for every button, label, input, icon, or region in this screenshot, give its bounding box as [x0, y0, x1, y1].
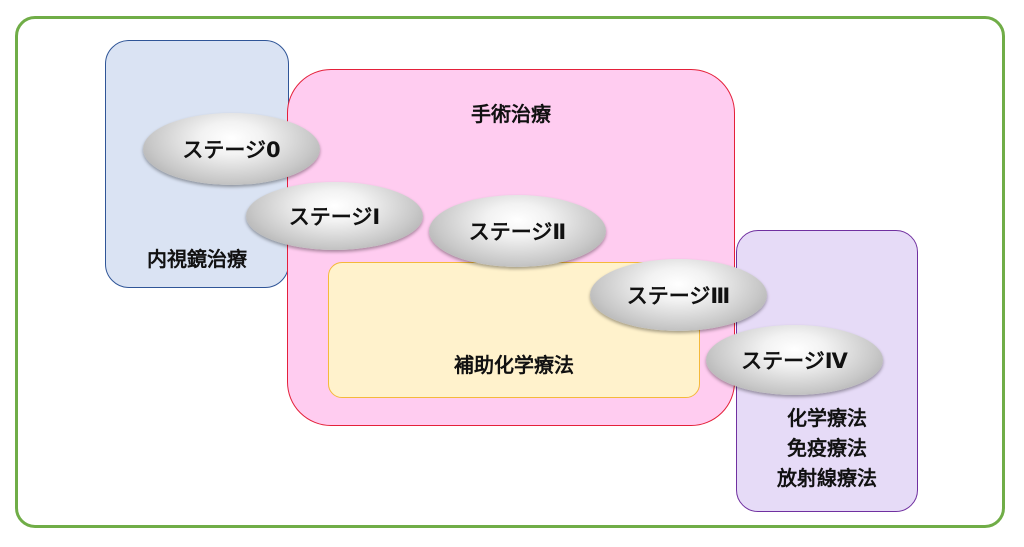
stage-1-ellipse: ステージⅠ [246, 182, 423, 250]
other-therapies-label: 化学療法 免疫療法 放射線療法 [737, 403, 917, 493]
adjuvant-chemotherapy-label: 補助化学療法 [454, 353, 574, 377]
stage-4-ellipse: ステージⅣ [706, 325, 883, 395]
stage-0-ellipse: ステージ0 [143, 113, 320, 185]
radiotherapy-label: 放射線療法 [777, 466, 877, 490]
immunotherapy-label: 免疫療法 [787, 436, 867, 460]
chemotherapy-label: 化学療法 [787, 406, 867, 430]
stage-2-ellipse: ステージⅡ [429, 195, 606, 267]
surgery-treatment-label: 手術治療 [471, 102, 551, 126]
outer-frame [15, 16, 1005, 528]
endoscopic-treatment-label: 内視鏡治療 [147, 247, 247, 271]
stage-3-ellipse: ステージⅢ [590, 259, 767, 331]
